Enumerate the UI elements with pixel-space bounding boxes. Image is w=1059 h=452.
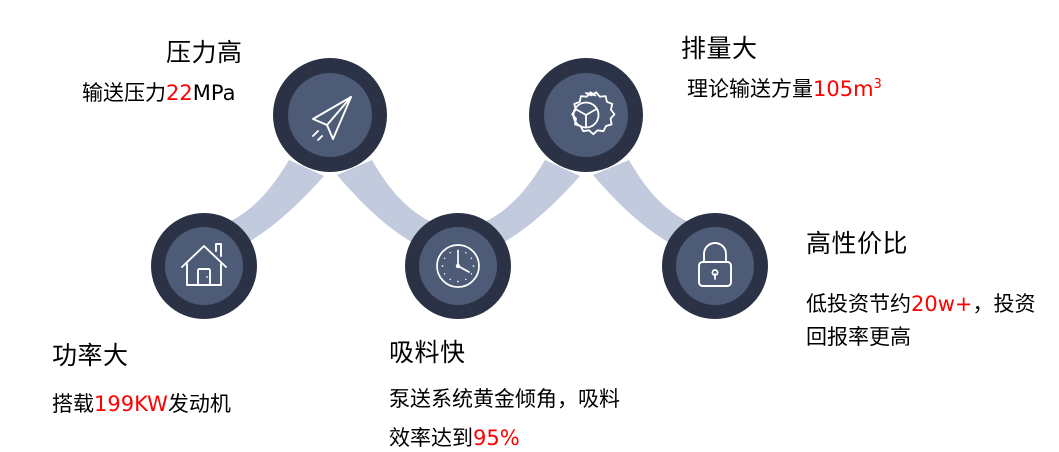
label-power-desc-pre: 搭载 (52, 391, 94, 416)
node-displacement[interactable] (529, 58, 643, 172)
node-value-disc (676, 227, 754, 305)
lock-icon (698, 242, 732, 287)
label-suction-desc-highlight: 95% (473, 426, 520, 450)
label-power-title: 功率大 (52, 341, 129, 370)
node-suction[interactable] (405, 213, 511, 319)
label-power: 功率大 搭载199KW发动机 (52, 337, 231, 420)
label-displacement-title: 排量大 (681, 34, 758, 63)
label-value: 高性价比 低投资节约20w+，投资 回报率更高 (806, 225, 1036, 354)
node-power-disc (165, 227, 243, 305)
node-pressure-disc (288, 73, 372, 157)
label-value-desc-post: ，投资 (972, 291, 1036, 316)
paper-plane-icon (312, 96, 352, 141)
label-suction-desc-line1: 泵送系统黄金倾角，吸料 (389, 386, 620, 411)
gear-icon (571, 91, 616, 136)
label-power-desc-highlight: 199KW (94, 391, 168, 416)
label-displacement-desc-hl-text: 105m (813, 76, 874, 101)
label-suction-title: 吸料快 (389, 338, 466, 367)
label-pressure: 压力高 输送压力22MPa (82, 34, 243, 109)
home-icon (181, 243, 227, 286)
clock-icon (436, 244, 480, 288)
label-power-desc-post: 发动机 (167, 391, 231, 416)
label-suction-desc-line2: 效率达到95% (389, 423, 620, 452)
node-value[interactable] (662, 213, 768, 319)
node-power[interactable] (151, 213, 257, 319)
label-pressure-desc: 输送压力22MPa (82, 78, 243, 110)
label-displacement-desc: 理论输送方量105m3 (681, 74, 882, 106)
label-pressure-desc-highlight: 22 (166, 80, 193, 105)
label-suction-desc-pre: 效率达到 (389, 426, 473, 450)
label-displacement-desc-pre: 理论输送方量 (687, 76, 813, 101)
label-pressure-desc-post: MPa (192, 80, 236, 105)
label-value-desc-line1: 低投资节约20w+，投资 (806, 289, 1036, 321)
label-displacement: 排量大 理论输送方量105m3 (681, 30, 882, 105)
label-displacement-desc-highlight: 105m3 (813, 77, 882, 101)
label-displacement-desc-superscript: 3 (873, 76, 882, 92)
node-pressure[interactable] (273, 58, 387, 172)
label-value-desc-highlight: 20w+ (911, 291, 973, 316)
label-pressure-desc-pre: 输送压力 (82, 80, 166, 105)
label-suction: 吸料快 泵送系统黄金倾角，吸料 效率达到95% (389, 334, 620, 452)
label-value-title: 高性价比 (806, 229, 909, 258)
label-power-desc: 搭载199KW发动机 (52, 389, 231, 421)
label-value-desc-pre: 低投资节约 (806, 291, 911, 316)
label-pressure-title: 压力高 (166, 38, 243, 67)
label-value-desc-line2: 回报率更高 (806, 325, 911, 349)
